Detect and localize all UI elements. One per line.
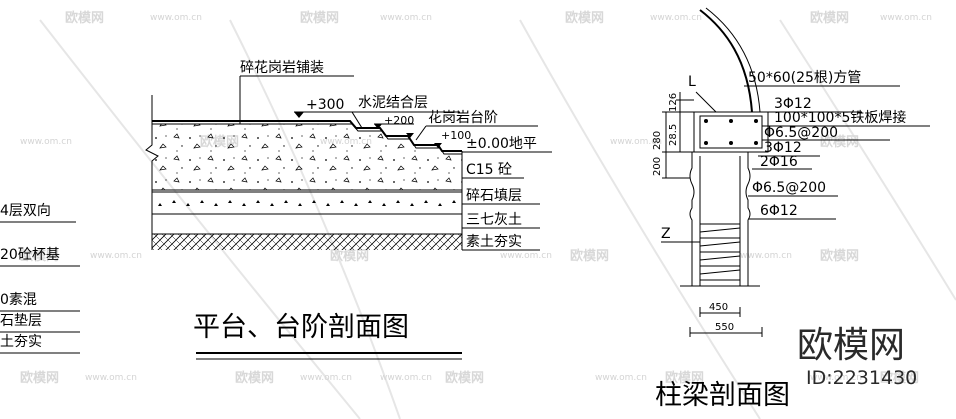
label-6phi12: 6Φ12 bbox=[760, 203, 798, 219]
brand-id: ID:2231430 bbox=[806, 367, 917, 389]
section-title-platform: 平台、台阶剖面图 bbox=[193, 312, 409, 343]
watermark-text: 欧模网 bbox=[65, 10, 104, 26]
watermark-url: www.om.cn bbox=[90, 251, 142, 261]
gravel-layer bbox=[152, 192, 462, 214]
platform-section: +300 +200 +100 碎花岗岩铺装 水泥结合层 花岗岩台阶 ±0.00地… bbox=[145, 60, 552, 360]
leader-line bbox=[415, 125, 427, 141]
partial-label: 20砼杯基 bbox=[0, 246, 60, 263]
watermark-url: www.om.cn bbox=[500, 251, 552, 261]
section-title-beam: 柱梁剖面图 bbox=[655, 380, 790, 411]
label-L: L bbox=[688, 74, 696, 90]
watermark-text: 欧模网 bbox=[820, 134, 859, 150]
label-granite-step: 花岗岩台阶 bbox=[428, 110, 498, 126]
column-stirrups bbox=[700, 223, 740, 281]
watermark-text: 欧模网 bbox=[20, 248, 59, 264]
elevation-marker bbox=[406, 133, 414, 138]
bond-line bbox=[152, 123, 462, 155]
dim-550: 550 bbox=[715, 322, 734, 333]
elevation-200: +200 bbox=[384, 114, 414, 127]
watermark-text: 欧模网 bbox=[820, 248, 859, 264]
brand-logo-text: 欧模网 bbox=[797, 325, 905, 366]
label-rammed-soil: 素土夯实 bbox=[466, 234, 522, 250]
watermark-url: www.om.cn bbox=[85, 373, 137, 383]
watermark-row-top: 欧模网 www.om.cn 欧模网 www.om.cn 欧模网 www.om.c… bbox=[65, 10, 932, 26]
watermark-text: 欧模网 bbox=[445, 370, 484, 386]
break-mark bbox=[145, 95, 159, 250]
watermark-text: 欧模网 bbox=[570, 248, 609, 264]
watermark-text: 欧模网 bbox=[880, 370, 919, 386]
rammed-soil-hatch bbox=[152, 234, 462, 250]
elevation-100: +100 bbox=[441, 129, 471, 142]
label-2phi16: 2Φ16 bbox=[760, 154, 798, 170]
partial-label: 4层双向 bbox=[0, 203, 51, 219]
label-gravel: 碎石填层 bbox=[466, 188, 522, 204]
beam-section: 50*60(25根)方管 L Z 3Φ12 100*100*5铁板焊接 Φ6.5… bbox=[652, 7, 930, 411]
label-square-tube: 50*60(25根)方管 bbox=[748, 70, 861, 86]
rebar-dot bbox=[729, 119, 733, 123]
watermark-url: www.om.cn bbox=[380, 13, 432, 23]
elevation-marker bbox=[294, 112, 304, 118]
rebar-dot bbox=[754, 119, 758, 123]
label-paving: 碎花岗岩铺装 bbox=[240, 60, 324, 76]
label-stirrup-top: Φ6.5@200 bbox=[764, 125, 838, 141]
label-3phi12-top: 3Φ12 bbox=[774, 96, 812, 112]
dim-280: 280 bbox=[652, 131, 663, 150]
leader-line bbox=[351, 111, 363, 129]
watermark-row-bottom: 欧模网 www.om.cn 欧模网 www.om.cn 欧模网 www.om.c… bbox=[20, 370, 919, 386]
partial-label: 0素混 bbox=[0, 292, 37, 308]
dim-126: 126 bbox=[668, 93, 679, 112]
watermark-text: 欧模网 bbox=[810, 10, 849, 26]
partial-label: 土夯实 bbox=[0, 334, 42, 350]
label-stirrup-col: Φ6.5@200 bbox=[752, 180, 826, 196]
watermark-text: 欧模网 bbox=[665, 370, 704, 386]
label-lime-soil: 三七灰土 bbox=[466, 212, 522, 228]
watermark-url: www.om.cn bbox=[300, 373, 352, 383]
brand-mark: 欧模网 ID:2231430 bbox=[797, 325, 917, 389]
label-steel-plate: 100*100*5铁板焊接 bbox=[774, 109, 906, 126]
watermark-url: www.om.cn bbox=[880, 13, 932, 23]
watermark-url: www.om.cn bbox=[20, 137, 72, 147]
elevation-marker bbox=[374, 124, 382, 129]
concrete-layer bbox=[152, 124, 462, 190]
rebar-dot bbox=[754, 141, 758, 145]
dim-200: 200 bbox=[652, 157, 663, 176]
column-inner bbox=[699, 156, 741, 286]
column-diagonals bbox=[699, 227, 741, 275]
rebar-dot bbox=[729, 141, 733, 145]
left-partial-labels: 4层双向 20砼杯基 0素混 石垫层 土夯实 bbox=[0, 203, 80, 354]
label-cement-bond: 水泥结合层 bbox=[358, 95, 428, 111]
watermark-text: 欧模网 bbox=[300, 10, 339, 26]
watermark-row-low: 欧模网 www.om.cn 欧模网 www.om.cn 欧模网 欧模网 www.… bbox=[20, 248, 859, 264]
watermark-url: www.om.cn bbox=[740, 251, 792, 261]
leader-line bbox=[695, 91, 717, 113]
rebar-dot bbox=[704, 119, 708, 123]
label-c15: C15 砼 bbox=[466, 162, 512, 178]
label-Z: Z bbox=[661, 226, 671, 242]
beam-stirrup bbox=[699, 115, 763, 149]
beam-outline bbox=[693, 111, 769, 153]
watermark-url: www.om.cn bbox=[595, 373, 647, 383]
rebar-dot bbox=[704, 141, 708, 145]
elevation-300: +300 bbox=[306, 97, 344, 113]
watermark-url: www.om.cn bbox=[610, 137, 662, 147]
watermark-url: www.om.cn bbox=[650, 13, 702, 23]
watermark-url: www.om.cn bbox=[150, 13, 202, 23]
square-tube bbox=[699, 9, 753, 113]
label-3phi12-bot: 3Φ12 bbox=[764, 140, 802, 156]
dim-450: 450 bbox=[709, 302, 728, 313]
column-outline bbox=[689, 152, 751, 286]
label-ground: ±0.00地平 bbox=[466, 136, 537, 152]
watermark-text: 欧模网 bbox=[235, 370, 274, 386]
watermark-url: www.om.cn bbox=[810, 373, 862, 383]
dim-28-5: 28.5 bbox=[668, 124, 679, 146]
watermark-text: 欧模网 bbox=[565, 10, 604, 26]
watermark-text: 欧模网 bbox=[330, 248, 369, 264]
partial-label: 石垫层 bbox=[0, 313, 42, 329]
watermark-text: 欧模网 bbox=[20, 370, 59, 386]
watermark-url: www.om.cn bbox=[380, 373, 432, 383]
elevation-marker bbox=[434, 143, 442, 148]
square-tube bbox=[705, 7, 761, 113]
